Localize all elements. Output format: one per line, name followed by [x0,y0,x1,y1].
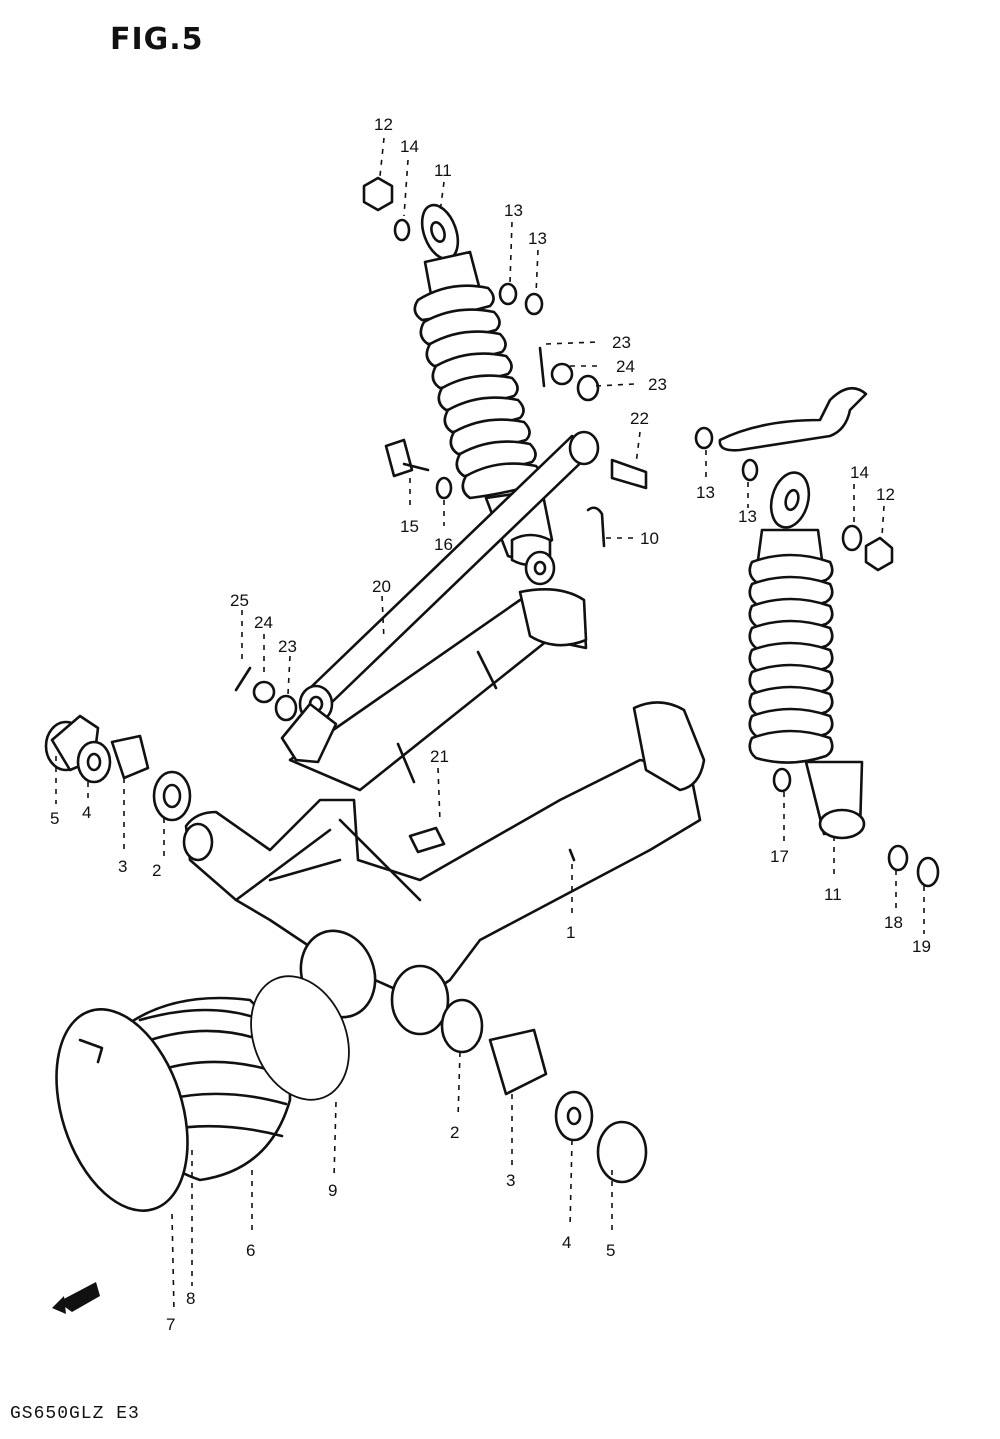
callout-15: 15 [400,517,419,536]
right-spring-coils [748,553,834,764]
right-shock-absorber [748,471,866,840]
model-code: GS650GLZ E3 [10,1404,140,1424]
callout-11: 11 [824,885,842,904]
callout-13: 13 [504,201,523,220]
callout-13: 13 [696,483,715,502]
callout-4: 4 [82,803,91,822]
callout-24: 24 [616,357,635,376]
callout-14: 14 [400,137,419,156]
callout-24: 24 [254,613,273,632]
callout-6: 6 [246,1241,255,1260]
callout-13: 13 [528,229,547,248]
callout-4: 4 [562,1233,571,1252]
boot-clamp [55,1008,189,1212]
front-direction-arrow-icon [52,1282,100,1314]
callout-5: 5 [50,809,59,828]
o-ring [250,975,350,1101]
figure-title: FIG.5 [110,22,204,57]
callout-10: 10 [640,529,659,548]
leader-lines [55,137,925,1313]
callout-3: 3 [118,857,127,876]
callout-3: 3 [506,1171,515,1190]
callout-9: 9 [328,1181,337,1200]
fasteners [234,176,940,888]
callout-18: 18 [884,913,903,932]
left-spring-coils [413,284,543,500]
callout-13: 13 [738,507,757,526]
callout-17: 17 [770,847,789,866]
cushion-lever [288,588,588,792]
callout-23: 23 [612,333,631,352]
callout-5: 5 [606,1241,615,1260]
clamp-screw [78,1038,104,1064]
callout-14: 14 [850,463,869,482]
callout-22: 22 [630,409,649,428]
right-mount-bracket [718,386,868,452]
callout-2: 2 [450,1123,459,1142]
callout-16: 16 [434,535,453,554]
left-pivot-hardware [44,714,192,822]
callout-20: 20 [372,577,391,596]
callout-12: 12 [876,485,895,504]
callout-8: 8 [186,1289,195,1308]
left-shock-absorber [413,203,556,586]
callout-25: 25 [230,591,249,610]
callout-21: 21 [430,747,449,766]
callout-labels: 12 14 11 13 13 23 24 23 22 13 13 14 12 1… [50,115,931,1334]
callout-1: 1 [566,923,575,942]
callout-12: 12 [374,115,393,134]
callout-11: 11 [434,161,452,180]
callout-19: 19 [912,937,931,956]
callout-23: 23 [648,375,667,394]
right-pivot-hardware [440,998,648,1184]
swingarm [182,701,706,1036]
callout-7: 7 [166,1315,175,1334]
callout-2: 2 [152,861,161,880]
callout-23: 23 [278,637,297,656]
